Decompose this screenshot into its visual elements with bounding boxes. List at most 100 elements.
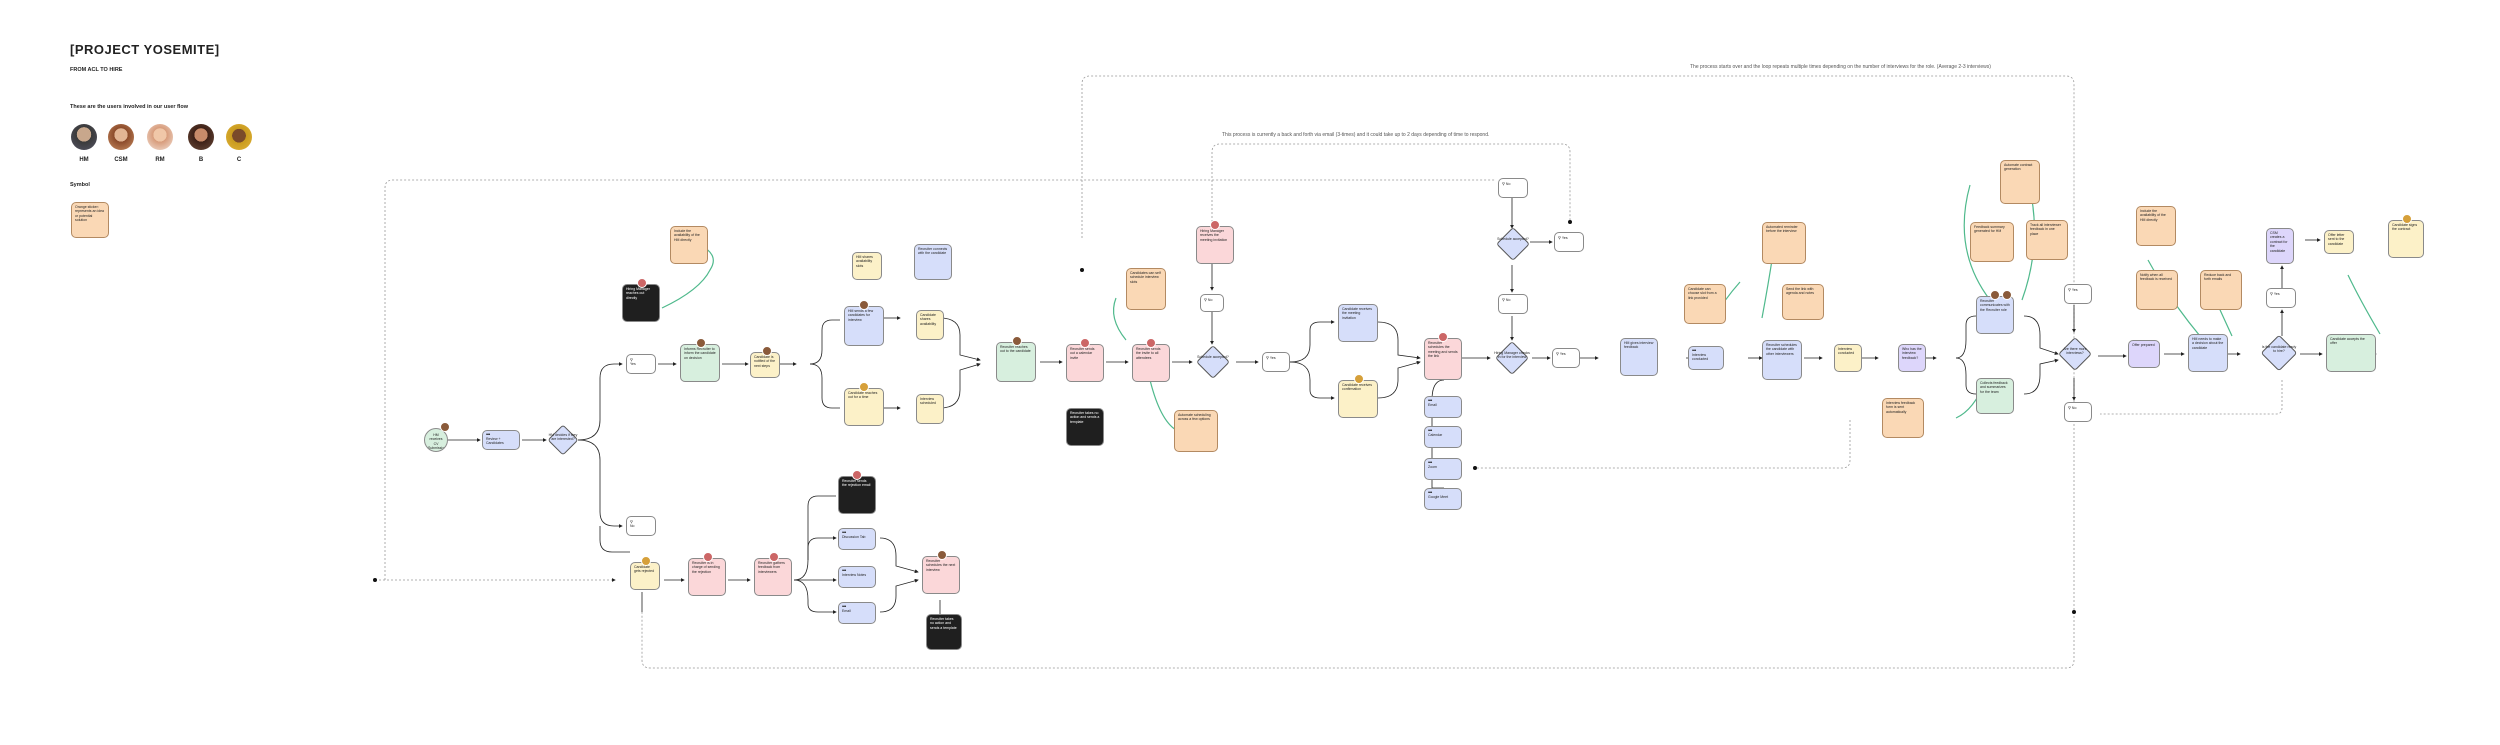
yes-node-1: ⚲Yes — [626, 354, 656, 374]
link-icon: ⚲ — [1558, 235, 1561, 240]
interview-notes-label: Interview Notes — [842, 573, 867, 577]
candidate-rejected-label: Candidate gets rejected — [634, 565, 655, 574]
idea-note-7-text: Interview feedback form is sent automati… — [1886, 401, 1916, 414]
yes-node-4-label: Yes — [2071, 288, 2078, 292]
hm-shares-label: HM shares availability slots — [856, 255, 873, 268]
symbol-sticky-note: Orange sticker: represents an idea or po… — [71, 202, 109, 238]
more-icon: ••• — [842, 530, 846, 536]
link-icon: ⚲ — [630, 519, 633, 524]
idea-note-5: Automated reminder before the interview — [1762, 222, 1806, 264]
start-node-label: HM receives CV Submission from DIx — [428, 433, 447, 451]
recruiter-connects-node: Recruiter connects with the candidate — [914, 244, 952, 280]
page-title: [PROJECT YOSEMITE] — [70, 42, 220, 57]
no-node-email: ⚲ No — [1498, 178, 1528, 198]
candidate-notified-node: Candidate is notified of the next steps — [750, 352, 780, 378]
decision-interest-label: HM decides if they are interested? — [548, 433, 578, 442]
decision-more-label: Are there more interviews? — [2063, 347, 2087, 356]
recruiter-takes-node: Recruiter schedules the next interview — [922, 556, 960, 594]
user-label-hm: HM — [79, 157, 89, 163]
idea-note-3-text: Automate scheduling across a few options — [1178, 413, 1211, 422]
yes-node-1-label: Yes — [630, 362, 636, 367]
avatar-badge — [637, 278, 647, 288]
avatar-badge — [1354, 374, 1364, 384]
idea-note-11: Notify when all feedback is received — [2136, 270, 2178, 310]
offer-prepared-label: Offer prepared — [2132, 343, 2155, 347]
offer-prepared-node: Offer prepared — [2128, 340, 2160, 368]
hm-decision-node: HM needs to make a decision about the ca… — [2188, 334, 2228, 372]
recruiter-invites-node: Recruiter sends the invite to all attend… — [1132, 344, 1170, 382]
idea-note-6: Send the link with agenda and notes — [1782, 284, 1824, 320]
no-node-accepted-label: No — [1207, 298, 1213, 302]
avatar-badge — [440, 422, 450, 432]
hiring-manager-label: HM sends a few candidates for interview — [848, 309, 874, 322]
hm-direct-node: Hiring Manager reaches out directly — [622, 284, 660, 322]
dark-note-node: Recruiter takes no action and sends a te… — [1066, 408, 1104, 446]
idea-note-13-text: Include the availability of the HM direc… — [2140, 209, 2166, 222]
yes-node-5-label: Yes — [2273, 292, 2280, 296]
recruiter-others-node: Recruiter schedules the candidate with o… — [1762, 340, 1802, 380]
who-feedback-node: Who has the interview feedback? — [1898, 344, 1926, 372]
avatar-badge — [641, 556, 651, 566]
tool-calendar-label: Calendar — [1428, 433, 1443, 437]
candidate-shares-node: Candidate shares availability — [916, 310, 944, 340]
review-candidates-node: •••Review + Candidates — [482, 430, 520, 450]
candidate-accepts-node: Candidate accepts the offer — [2326, 334, 2376, 372]
candidate-rejected-node: Candidate gets rejected — [630, 562, 660, 590]
csm-contract-node: CSM creates a contract for the candidate — [2266, 228, 2294, 264]
tool-zoom-label: Zoom — [1428, 465, 1437, 469]
yes-node-email-label: Yes — [1561, 236, 1568, 240]
avatar-badge — [769, 552, 779, 562]
candidate-signs-label: Candidate signs the contract — [2392, 223, 2418, 232]
link-icon: ⚲ — [1556, 351, 1559, 356]
avatar-badge — [859, 382, 869, 392]
user-avatar-b — [188, 124, 214, 150]
hm-gives-label: Interview conducted — [1692, 353, 1709, 362]
avatar-badge — [703, 552, 713, 562]
email-annotation: This process is currently a back and for… — [1222, 132, 1490, 138]
more-icon: ••• — [842, 568, 846, 574]
decision-accepted-label: Schedule accepted? — [1197, 355, 1229, 359]
more-icon: ••• — [1428, 490, 1432, 496]
avatar-badge — [762, 346, 772, 356]
idea-note-11-text: Notify when all feedback is received — [2140, 273, 2172, 282]
candidate-notified-label: Candidate is notified of the next steps — [754, 355, 776, 368]
more-icon: ••• — [1428, 460, 1432, 466]
user-label-b: B — [198, 157, 204, 163]
user-label-c: C — [236, 157, 242, 163]
interview-conducted-node: Interview conducted — [1834, 344, 1862, 372]
no-node-accepted: ⚲ No — [1200, 294, 1224, 312]
candidate-accepts-label: Candidate accepts the offer — [2330, 337, 2365, 346]
yes-node-email: ⚲ Yes — [1554, 232, 1584, 252]
discussion-tab-label: Discussion Tab — [842, 535, 866, 539]
idea-note-10-text: Track all interviewer feedback in one pl… — [2030, 223, 2061, 236]
tool-google-meet-label: Google Meet — [1428, 495, 1449, 499]
idea-note-7: Interview feedback form is sent automati… — [1882, 398, 1924, 438]
decision-email-label: Schedule accepted? — [1497, 237, 1529, 241]
idea-note-13: Include the availability of the HM direc… — [2136, 206, 2176, 246]
candidate-receives-label: Candidate receives confirmation — [1342, 383, 1372, 392]
recruiter-reaches-node: Recruiter reaches out to the candidate — [996, 342, 1036, 382]
interview-scheduled-node: Interview scheduled — [916, 394, 944, 424]
yes-node-4: ⚲ Yes — [2064, 284, 2092, 304]
user-avatar-c — [226, 124, 252, 150]
no-node-more-label: No — [2071, 406, 2077, 410]
recruiter-comm-label: Recruiter communicates with the Recruite… — [1980, 299, 2010, 312]
calendar-invite-label: Recruiter sends out a calendar invite — [1070, 347, 1095, 360]
candidate-signs-node: Candidate signs the contract — [2388, 220, 2424, 258]
hm-feedback-node: HM gives interview feedback — [1620, 338, 1658, 376]
decision-checks-label: Hiring Manager checks in for the intervi… — [1494, 351, 1530, 360]
no-node-1: ⚲No — [626, 516, 656, 536]
hm-shares-node: HM shares availability slots — [852, 252, 882, 280]
decision-hire-label: Is the candidate ready to hire? — [2261, 345, 2297, 354]
recruiter-schedules-node: Recruiter schedules the meeting and send… — [1424, 338, 1462, 380]
offer-letter-label: Offer letter sent to the candidate — [2328, 233, 2345, 246]
csm-contract-label: CSM creates a contract for the candidate — [2270, 231, 2288, 253]
who-feedback-label: Who has the interview feedback? — [1902, 347, 1922, 360]
avatar-badge — [1012, 336, 1022, 346]
meeting-invite-node: Hiring Manager receives the meeting invi… — [1196, 226, 1234, 264]
link-icon: ⚲ — [1204, 297, 1207, 302]
avatar-badge — [1080, 338, 1090, 348]
yes-node-2-label: Yes — [1269, 356, 1276, 360]
recruiter-sends-node: Recruiter sends the rejection email — [838, 476, 876, 514]
